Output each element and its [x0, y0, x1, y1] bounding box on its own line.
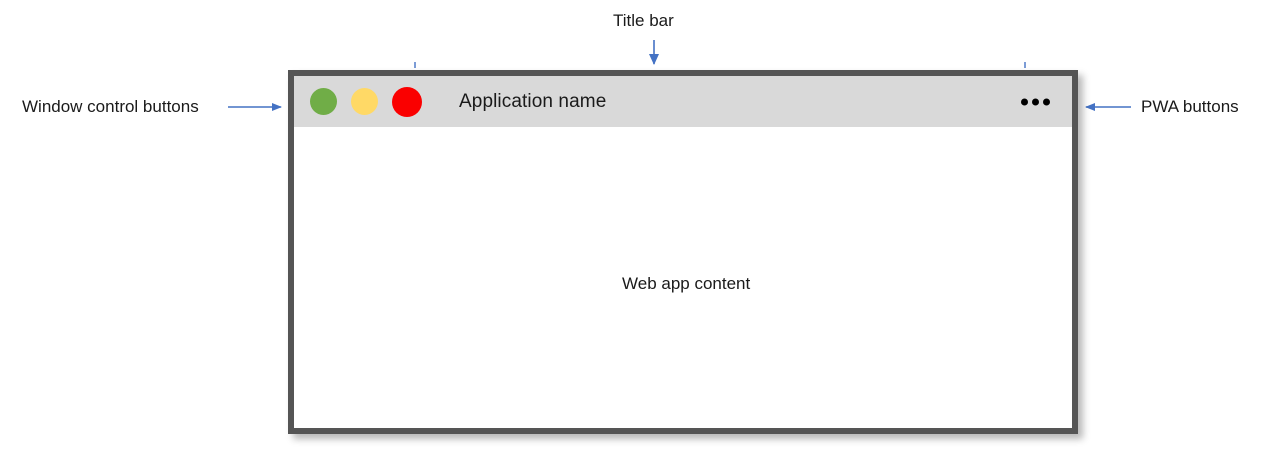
ellipsis-icon-dot-1	[1021, 98, 1028, 105]
minimize-button[interactable]	[310, 88, 337, 115]
pwa-menu-button[interactable]	[1021, 98, 1050, 105]
close-button[interactable]	[392, 86, 422, 117]
maximize-button[interactable]	[351, 88, 378, 115]
ellipsis-icon-dot-2	[1032, 98, 1039, 105]
application-name: Application name	[459, 90, 607, 112]
window-control-buttons	[294, 86, 422, 117]
label-pwa-buttons: PWA buttons	[1141, 97, 1239, 116]
app-window: Application name	[288, 70, 1078, 434]
title-bar[interactable]: Application name	[294, 76, 1072, 127]
ellipsis-icon-dot-3	[1043, 98, 1050, 105]
label-title-bar: Title bar	[613, 11, 674, 30]
label-web-app-content: Web app content	[613, 274, 760, 294]
label-window-control-buttons: Window control buttons	[22, 97, 199, 116]
